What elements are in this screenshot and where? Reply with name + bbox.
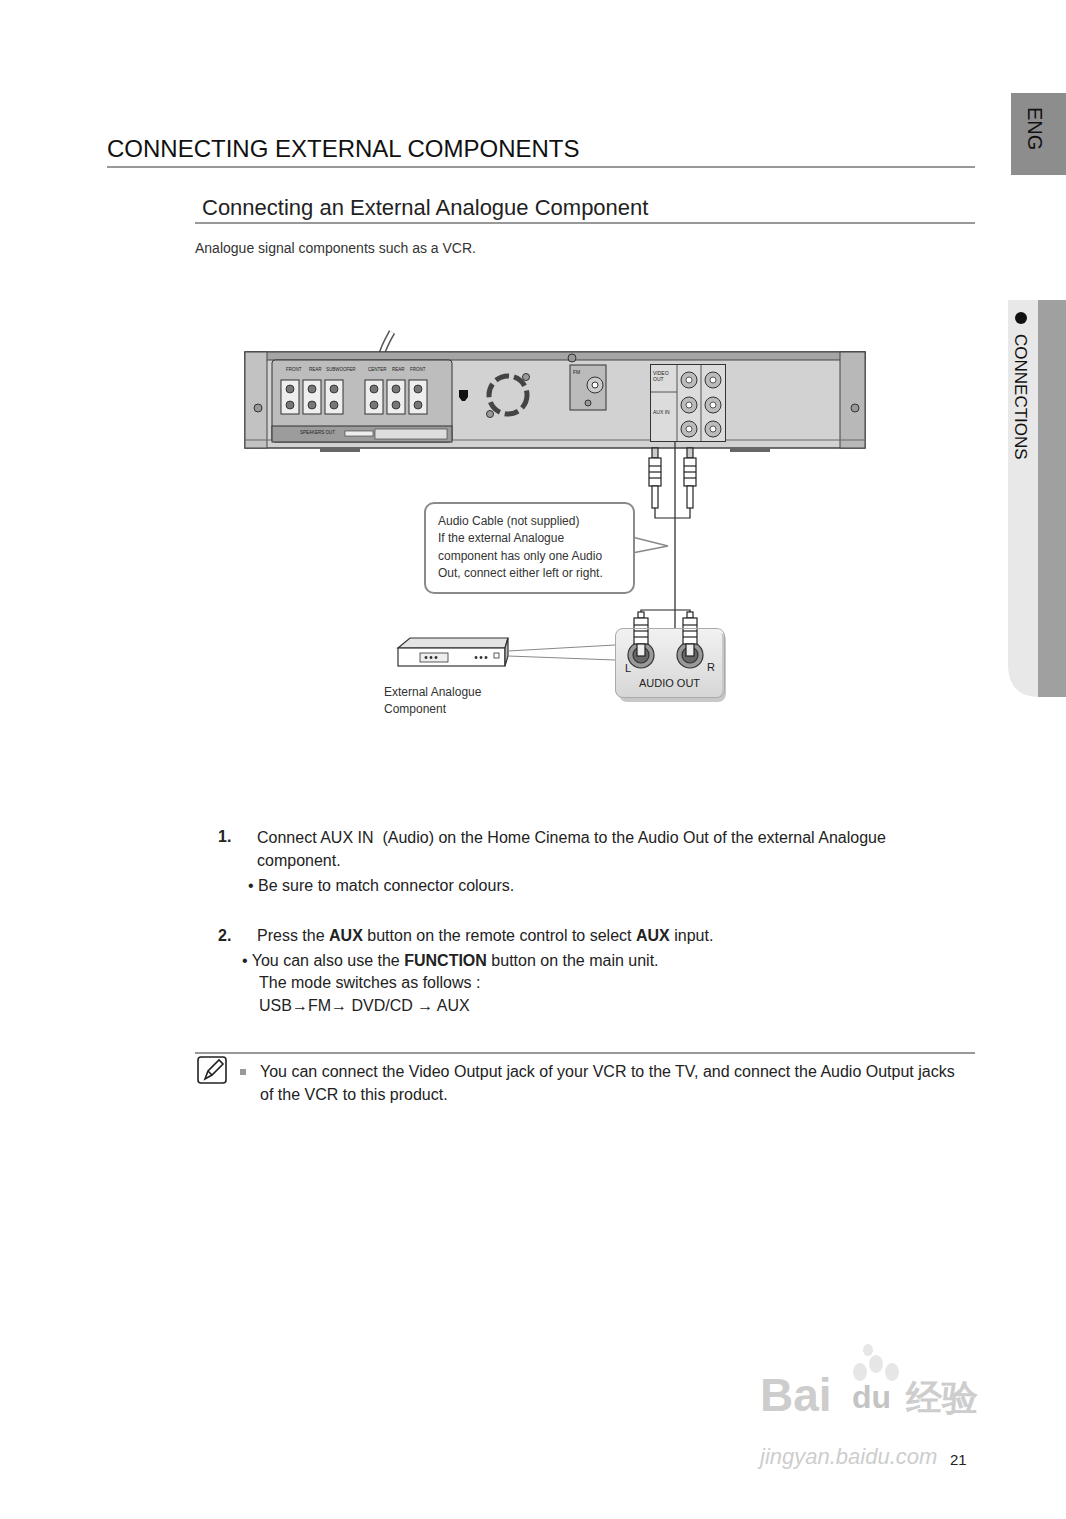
terminal-label: SUBWOOFER [326,367,356,372]
note-rule [195,1053,975,1054]
page-number: 21 [950,1451,967,1469]
tab-ground [1008,300,1066,697]
mode-sequence: USB→FM→ DVD/CD → AUX [259,996,470,1015]
step-text: • You can also use the [242,952,400,969]
jack-label: AUX IN [653,409,677,415]
watermark: jingyan.baidu.com [760,1444,937,1470]
callout-box: Audio Cable (not supplied)If the externa… [424,502,635,594]
note-icon [198,1057,226,1083]
callout-text: Audio Cable (not supplied) [438,513,621,530]
audio-out-inset: L R AUDIO OUT [615,628,725,698]
section-heading: Connecting an External Analogue Componen… [202,195,648,221]
callout-text: If the external Analogue component has o… [438,530,621,582]
step-text: Connect AUX IN (Audio) on the Home Cinem… [257,827,929,872]
step-text: input. [674,927,713,944]
step-text: button on the remote control to select [367,927,631,944]
external-analogue-device [398,638,508,666]
note-bullet [240,1069,246,1075]
terminal-label: REAR [309,367,322,372]
tab-label: CONNECTIONS [1010,334,1030,460]
step-text: button on the main unit. [491,952,658,969]
tab-stripe [1038,300,1066,697]
watermark: Bai [760,1368,832,1423]
audio-out-jack [628,642,703,668]
jack-label: FM [573,369,580,375]
side-tab: ENG [1011,93,1066,175]
section-tab: CONNECTIONS [1008,300,1066,697]
step-number: 2. [218,926,231,945]
intro-text: Analogue signal components such as a VCR… [195,240,476,257]
step-text: Press the [257,927,325,944]
title-rule [107,167,975,168]
jack-label: VIDEO OUT [653,370,677,382]
step-number: 1. [218,827,231,846]
watermark: 经验 [906,1376,978,1419]
leader-line [508,656,615,660]
tab-ground [1011,93,1066,175]
note-text: You can connect the Video Output jack of… [260,1061,965,1106]
step-text: Press theAUXbutton on the remote control… [257,926,713,945]
page-title: CONNECTING EXTERNAL COMPONENTS [107,135,580,164]
leader-line [508,645,615,651]
terminal-label: CENTER [368,367,387,372]
subtitle-rule [195,223,975,224]
terminal-label: FRONT [286,367,302,372]
tab-label: ENG [1023,107,1047,150]
watermark-logo [853,1344,899,1381]
terminal-label: REAR [392,367,405,372]
callout-pointer [632,537,668,553]
channel-label: L [625,662,631,675]
button-name: FUNCTION [404,952,487,969]
button-name: AUX [329,927,363,944]
step-text: The mode switches as follows : [259,973,480,992]
step-text: • You can also use theFUNCTIONbutton on … [242,951,659,970]
terminal-label: SPEAKERS OUT [300,430,335,435]
button-name: AUX [636,927,670,944]
audio-cable [674,442,675,628]
terminal-label: FRONT [410,367,426,372]
component-label: External Analogue Component [384,684,496,719]
rca-plug [634,610,697,656]
jack-label: AUDIO OUT [616,677,723,690]
step-bullet: • Be sure to match connector colours. [248,876,514,895]
inset-ground [615,628,722,698]
rca-plug [649,448,696,518]
channel-label: R [707,661,715,674]
home-cinema-rear-panel [245,352,865,452]
tab-bullet [1015,312,1027,324]
jack-panel: VIDEO OUT AUX IN [650,364,726,442]
watermark: du [852,1378,891,1416]
